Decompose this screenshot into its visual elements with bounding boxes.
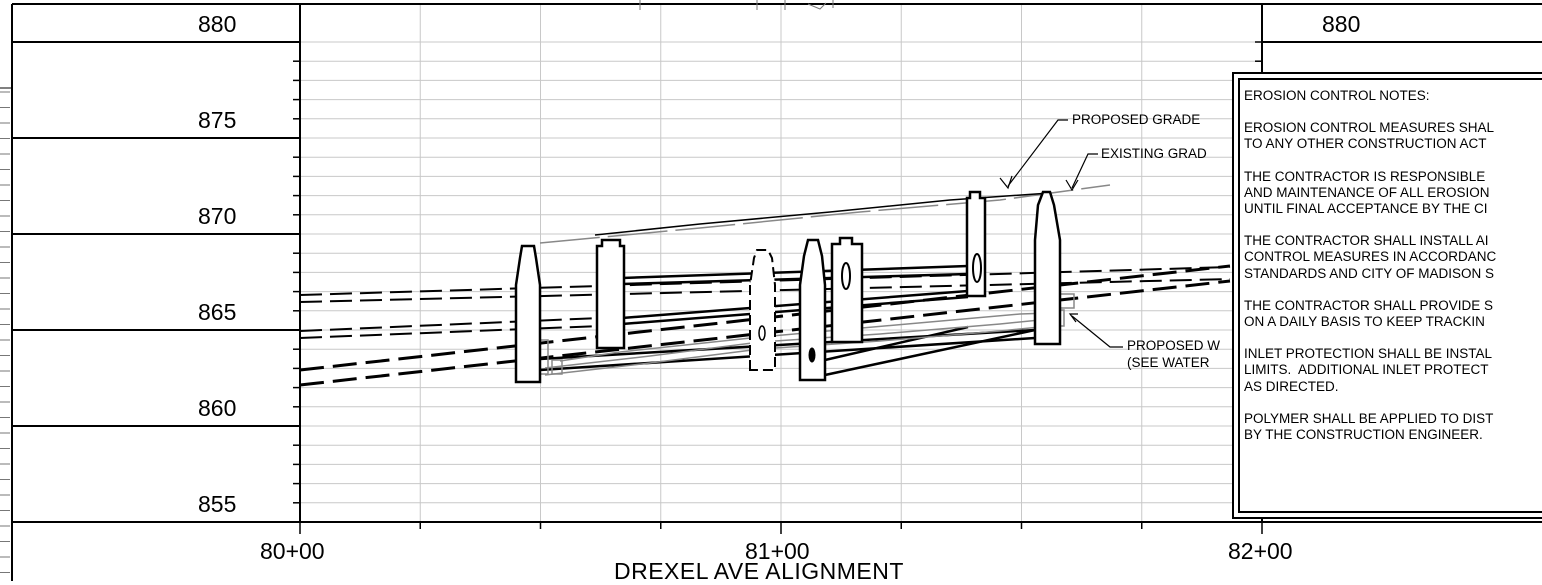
station-label-81: 81+00: [745, 538, 810, 564]
proposed-grade-callout: PROPOSED GRADE: [1072, 112, 1201, 127]
erosion-control-notes-box: EROSION CONTROL NOTES: EROSION CONTROL M…: [1232, 72, 1542, 519]
note-paragraph: THE CONTRACTOR IS RESPONSIBLE AND MAINTE…: [1244, 168, 1490, 217]
proposed-water-callout: PROPOSED W: [1127, 338, 1221, 353]
manhole-3: [749, 249, 776, 371]
elevation-label-880: 880: [198, 11, 237, 37]
station-label-82: 82+00: [1228, 538, 1293, 564]
sheet-edge-ticks: [0, 91, 10, 573]
profile-grid: [299, 4, 1263, 523]
callout-leaders: [999, 119, 1123, 348]
notes-title: EROSION CONTROL NOTES:: [1244, 88, 1430, 103]
note-paragraph: INLET PROTECTION SHALL BE INSTAL LIMITS.…: [1244, 346, 1493, 394]
note-paragraph: THE CONTRACTOR SHALL PROVIDE S ON A DAIL…: [1244, 297, 1494, 330]
existing-pipes: [539, 264, 1036, 377]
station-label-80: 80+00: [260, 538, 325, 564]
alignment-title: DREXEL AVE ALIGNMENT: [614, 558, 904, 584]
elevation-label-880-right: 880: [1322, 11, 1361, 37]
manhole-4: [798, 238, 827, 382]
elevation-label-865: 865: [198, 299, 237, 325]
manhole-7: [1033, 190, 1062, 346]
elevation-label-870: 870: [198, 203, 237, 229]
notes-text: EROSION CONTROL NOTES: EROSION CONTROL M…: [1244, 88, 1542, 443]
elevation-label-875: 875: [198, 107, 237, 133]
notes-inner-border: [1238, 78, 1542, 513]
see-water-callout: (SEE WATER: [1127, 355, 1210, 370]
manhole-1: [514, 244, 542, 384]
note-paragraph: THE CONTRACTOR SHALL INSTALL AI CONTROL …: [1244, 233, 1497, 281]
structures: [514, 190, 1062, 384]
manhole-5: [830, 236, 864, 344]
existing-grade-callout: EXISTING GRAD: [1101, 146, 1207, 161]
top-border-marks: [639, 0, 834, 10]
manhole-2: [595, 238, 626, 350]
elevation-label-860: 860: [198, 395, 237, 421]
note-paragraph: POLYMER SHALL BE APPLIED TO DIST BY THE …: [1244, 410, 1494, 443]
elevation-label-855: 855: [198, 491, 237, 517]
note-paragraph: EROSION CONTROL MEASURES SHAL TO ANY OTH…: [1244, 120, 1495, 152]
